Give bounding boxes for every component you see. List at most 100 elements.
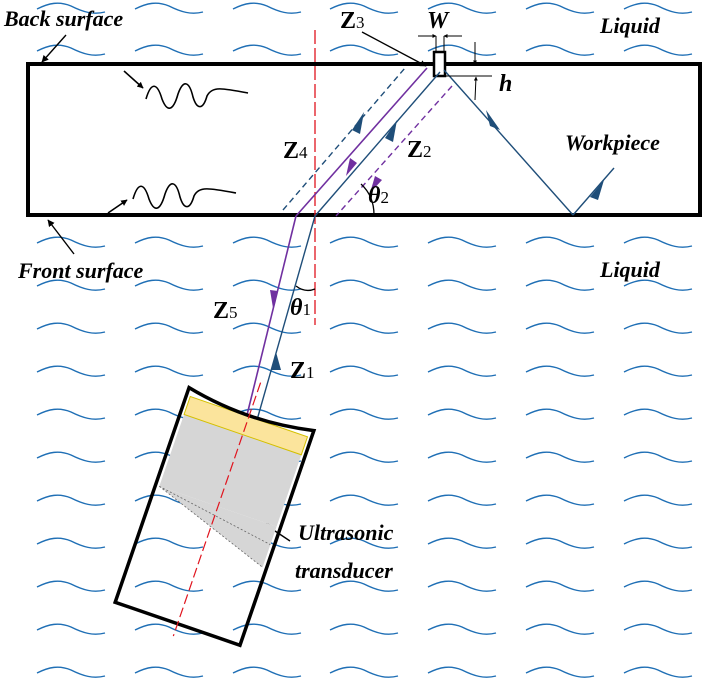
theta1-arc — [295, 285, 316, 292]
ray-z4-dashed — [282, 67, 406, 211]
liquid-wave — [232, 236, 302, 248]
liquid-wave — [134, 2, 204, 14]
workpiece-label: Workpiece — [565, 130, 660, 155]
liquid-wave — [623, 451, 693, 463]
liquid-wave — [623, 279, 693, 291]
liquid-wave — [623, 44, 693, 56]
liquid-wave — [36, 365, 106, 377]
liquid-wave — [36, 44, 106, 56]
liquid-wave — [427, 279, 497, 291]
liquid-wave — [36, 494, 106, 506]
transducer-label-line2: transducer — [295, 558, 393, 583]
liquid-wave — [525, 408, 595, 420]
liquid-wave — [427, 322, 497, 334]
liquid-wave — [525, 623, 595, 635]
liquid-wave — [329, 2, 399, 14]
liquid-wave — [427, 666, 497, 678]
liquid-wave — [232, 2, 302, 14]
liquid-wave — [427, 580, 497, 592]
liquid-wave — [427, 494, 497, 506]
ray-purple-dashed — [335, 85, 453, 217]
liquid-wave — [525, 666, 595, 678]
liquid-wave — [427, 537, 497, 549]
liquid-wave — [623, 408, 693, 420]
liquid-wave — [329, 451, 399, 463]
liquid-wave — [623, 537, 693, 549]
liquid-wave — [623, 236, 693, 248]
liquid-wave — [525, 537, 595, 549]
liquid-wave — [36, 451, 106, 463]
ray-z1 — [256, 215, 316, 421]
z3-label: Z3 — [340, 8, 365, 34]
liquid-wave — [427, 365, 497, 377]
liquid-top-label: Liquid — [599, 13, 661, 38]
liquid-wave — [329, 365, 399, 377]
theta2-arc — [360, 183, 375, 216]
liquid-wave — [134, 279, 204, 291]
ray-z1-arrow — [271, 352, 281, 370]
liquid-wave — [427, 408, 497, 420]
liquid-wave — [329, 44, 399, 56]
z2-label: Z2 — [407, 137, 432, 163]
ray-z5 — [246, 215, 297, 416]
transducer-label-line1: Ultrasonic — [298, 520, 394, 545]
liquid-wave — [134, 322, 204, 334]
z3-leader — [361, 31, 427, 67]
liquid-wave — [329, 322, 399, 334]
liquid-wave — [427, 44, 497, 56]
transducer-backing-wedge — [159, 486, 277, 568]
liquid-wave — [623, 2, 693, 14]
ray-z4-arrow — [352, 112, 364, 134]
liquid-wave — [623, 623, 693, 635]
liquid-wave — [232, 365, 302, 377]
front-surface-label: Front surface — [17, 258, 144, 283]
liquid-waves — [36, 2, 693, 678]
liquid-wave — [134, 666, 204, 678]
liquid-wave — [525, 322, 595, 334]
liquid-wave — [623, 666, 693, 678]
liquid-wave — [36, 322, 106, 334]
liquid-wave — [36, 666, 106, 678]
liquid-wave — [36, 279, 106, 291]
liquid-wave — [329, 494, 399, 506]
liquid-wave — [525, 236, 595, 248]
z5-label: Z5 — [213, 298, 238, 324]
theta2-label: θ2 — [368, 183, 389, 209]
workpiece — [26, 50, 702, 217]
liquid-wave — [427, 2, 497, 14]
liquid-wave — [427, 451, 497, 463]
liquid-wave — [525, 494, 595, 506]
ray-reflected-up — [572, 167, 615, 216]
theta1-label: θ1 — [290, 295, 311, 321]
liquid-wave — [329, 236, 399, 248]
liquid-wave — [232, 580, 302, 592]
ray-z5-arrow — [270, 290, 278, 308]
ray-notch-reflection-arrow — [486, 110, 500, 130]
liquid-wave — [36, 236, 106, 248]
workpiece-body — [26, 62, 702, 217]
ray-z2 — [314, 71, 441, 217]
wave-symbol-bottom — [132, 183, 237, 209]
ray-z2-arrow — [385, 120, 397, 142]
transducer-housing — [112, 385, 317, 648]
liquid-wave — [36, 580, 106, 592]
liquid-wave — [232, 44, 302, 56]
liquid-wave — [134, 365, 204, 377]
notch-height-dimension — [446, 42, 492, 101]
liquid-wave — [36, 537, 106, 549]
notch-width-label: W — [427, 8, 450, 34]
liquid-wave — [329, 580, 399, 592]
liquid-wave — [329, 537, 399, 549]
back-surface-leader — [41, 34, 67, 63]
liquid-wave — [232, 408, 302, 420]
liquid-wave — [232, 279, 302, 291]
notch-height-label: h — [499, 71, 512, 97]
wave-symbol-bottom-arrow — [107, 199, 128, 214]
liquid-wave — [525, 580, 595, 592]
liquid-wave — [623, 494, 693, 506]
ray-z3-return — [295, 67, 428, 217]
back-surface-label: Back surface — [3, 6, 123, 31]
wave-symbol-top-arrow — [123, 70, 144, 89]
internal-wave-symbols — [107, 70, 249, 214]
